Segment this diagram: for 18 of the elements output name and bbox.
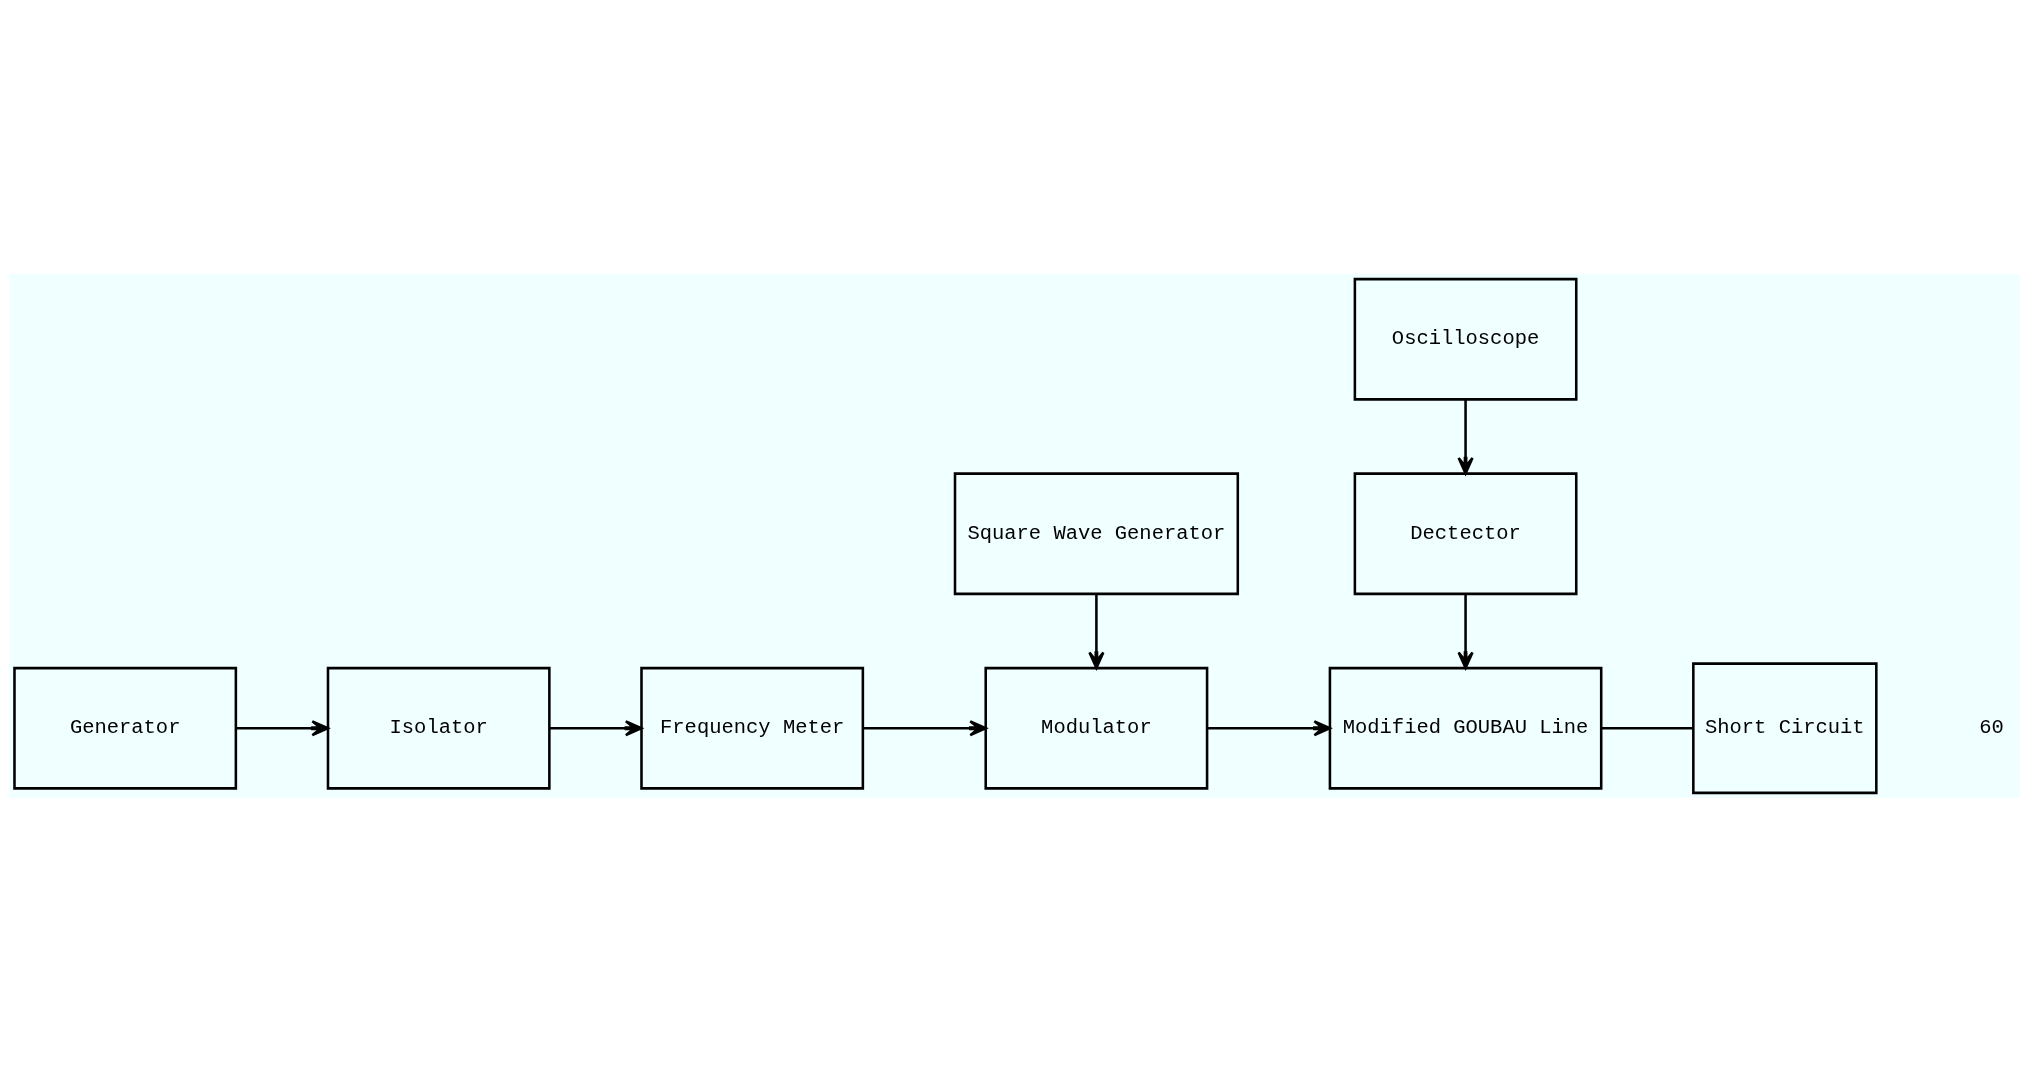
arrow: [549, 719, 643, 736]
node-box: Generator: [13, 666, 238, 790]
arrow: [236, 719, 329, 736]
node-box: Frequency Meter: [640, 666, 865, 790]
node-box: Oscilloscope: [1353, 277, 1578, 401]
connector: [1601, 726, 1693, 730]
label: 60: [1979, 715, 2004, 739]
node-box: Modified GOUBAU Line: [1328, 666, 1603, 790]
node-box: Dectector: [1353, 471, 1578, 595]
node-box: Square Wave Generator: [953, 471, 1240, 595]
arrow: [1207, 719, 1331, 736]
node-box: Modulator: [984, 666, 1209, 790]
arrow: [1457, 399, 1474, 475]
node-box: Isolator: [326, 666, 551, 790]
arrow: [862, 719, 987, 736]
node-box: Short Circuit: [1692, 661, 1878, 794]
arrow: [1457, 593, 1474, 669]
arrow: [1088, 593, 1105, 669]
